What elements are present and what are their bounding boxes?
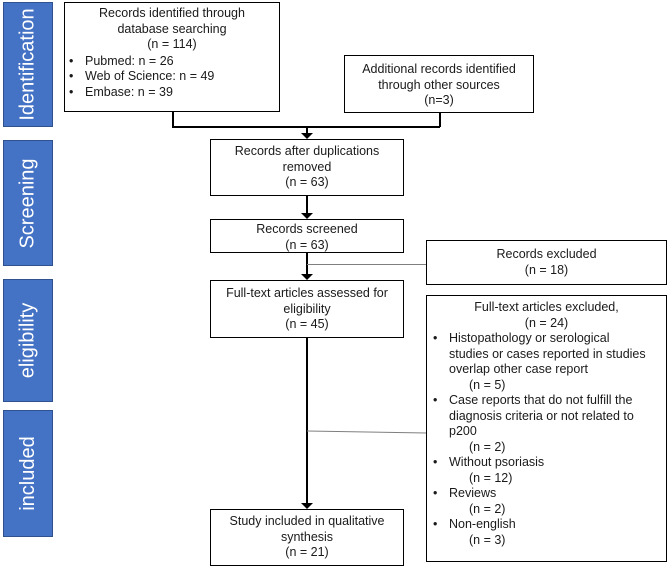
reason-without-psoriasis-count: (n = 12) (469, 470, 513, 485)
connector-main-1 (306, 127, 308, 135)
fulltext-count: (n = 45) (285, 317, 329, 331)
phase-included: included (3, 410, 53, 537)
database-count: (n = 114) (147, 37, 197, 51)
connector-main-2 (306, 196, 308, 215)
reason-reviews: Reviews (n = 2) (429, 486, 660, 517)
source-pubmed: Pubmed: n = 26 (65, 54, 279, 70)
phase-identification: Identification (3, 2, 53, 127)
reason-non-english-count: (n = 3) (469, 532, 506, 547)
arrowhead-included (301, 503, 313, 509)
arrowhead-after-duplicates (301, 133, 313, 139)
excluded-label: Records excluded (496, 247, 597, 261)
ft-excluded-title: Full-text articles excluded, (474, 300, 619, 314)
phase-screening: Screening (3, 140, 53, 266)
reason-criteria: Case reports that do not fulfill the dia… (429, 393, 660, 455)
source-embase: Embase: n = 39 (65, 85, 279, 101)
connector-to-excluded (307, 264, 427, 265)
dup-line-1: Records after duplications (234, 144, 380, 158)
box-other-sources: Additional records identified through ot… (344, 55, 534, 113)
included-line-2: synthesis (280, 529, 334, 544)
other-count: (n=3) (424, 93, 454, 107)
connector-main-4 (306, 338, 308, 505)
fulltext-line-1: Full-text articles assessed for (226, 286, 388, 300)
arrowhead-screened (301, 213, 313, 219)
phase-eligibility: eligibility (3, 279, 53, 402)
reason-histopathology-count: (n = 5) (469, 377, 506, 392)
box-records-screened: Records screened (n = 63) (210, 219, 404, 253)
dup-count: (n = 63) (285, 175, 329, 189)
box-study-included: Study included in qualitative synthesis … (210, 509, 404, 566)
source-web-of-science: Web of Science: n = 49 (65, 69, 279, 85)
reason-reviews-count: (n = 2) (469, 501, 506, 516)
ft-excluded-count: (n = 24) (524, 315, 569, 330)
arrowhead-fulltext (301, 274, 313, 280)
box-database-records: Records identified through database sear… (64, 2, 280, 112)
connector-database-down (172, 112, 174, 127)
exclusion-reason-list: Histopathology or serological studies or… (429, 331, 660, 548)
screened-count: (n = 63) (285, 237, 329, 252)
connector-other-down (439, 113, 441, 127)
box-after-duplicates: Records after duplications removed (n = … (210, 139, 404, 196)
screened-label: Records screened (256, 222, 358, 236)
included-count: (n = 21) (285, 545, 329, 559)
reason-histopathology: Histopathology or serological studies or… (429, 331, 660, 393)
reason-without-psoriasis: Without psoriasis (n = 12) (429, 455, 660, 486)
connector-main-3 (306, 252, 308, 276)
reason-criteria-count: (n = 2) (469, 439, 506, 454)
included-line-1: Study included in qualitative (229, 514, 385, 528)
reason-non-english: Non-english (n = 3) (429, 517, 660, 548)
other-line-1: Additional records identified (362, 62, 516, 76)
box-fulltext-assessed: Full-text articles assessed for eligibil… (210, 280, 404, 338)
box-fulltext-excluded: Full-text articles excluded, (n = 24) Hi… (426, 295, 667, 562)
database-line-1: Records identified through (99, 6, 245, 20)
connector-to-fulltext-excluded (306, 430, 428, 434)
database-source-list: Pubmed: n = 26 Web of Science: n = 49 Em… (65, 54, 279, 101)
fulltext-line-2: eligibility (283, 301, 331, 316)
box-records-excluded: Records excluded (n = 18) (426, 240, 667, 285)
connector-merge (172, 126, 440, 128)
dup-line-2: removed (282, 159, 332, 174)
excluded-count: (n = 18) (524, 262, 569, 277)
database-line-2: database searching (117, 21, 227, 36)
other-line-2: through other sources (378, 77, 500, 92)
